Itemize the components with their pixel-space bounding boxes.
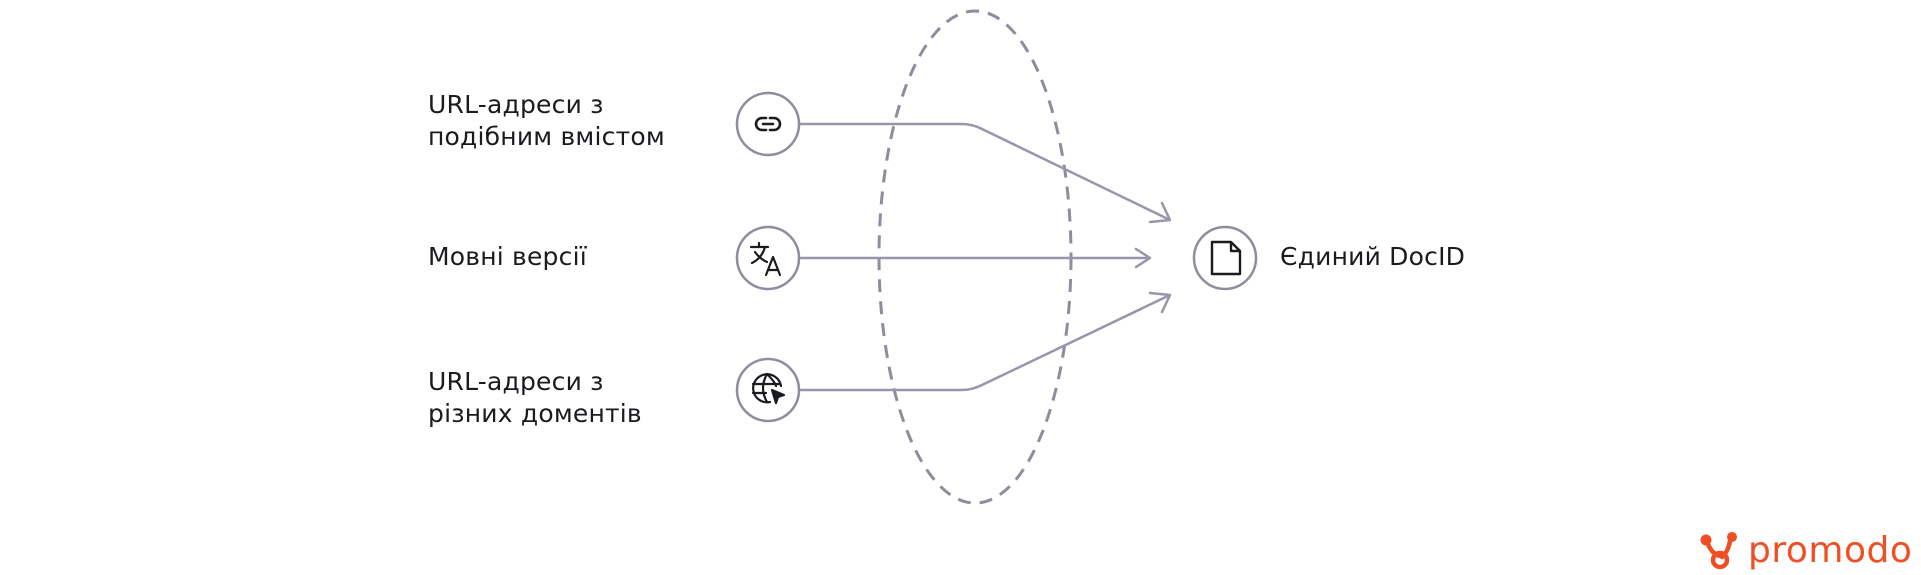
source-label-lang: Мовні версії (428, 241, 587, 273)
source-label-domains: URL-адреси з різних доментів (428, 366, 642, 430)
promodo-logo-icon (1700, 532, 1737, 570)
document-icon (1210, 240, 1242, 276)
connector-similar (800, 122, 1171, 222)
source-label-similar: URL-адреси з подібним вмістом (428, 89, 665, 153)
arrowhead-similar (1148, 201, 1172, 224)
target-label: Єдиний DocID (1280, 241, 1465, 273)
brand-logo[interactable]: promodo (1698, 528, 1912, 574)
node-similar (735, 91, 801, 157)
node-target (1192, 225, 1258, 291)
node-lang (735, 225, 801, 291)
arrowhead-lang (1134, 247, 1152, 269)
translate-icon (749, 241, 782, 277)
label-line: URL-адреси з (428, 90, 604, 119)
label-line: Мовні версії (428, 242, 587, 271)
label-line: URL-адреси з (428, 367, 604, 396)
label-line: різних доментів (428, 399, 642, 428)
link-icon (754, 116, 782, 132)
arrowhead-domains (1148, 291, 1172, 314)
node-domains (735, 357, 801, 423)
brand-name: promodo (1748, 530, 1913, 571)
connector-domains (800, 293, 1171, 392)
label-line: подібним вмістом (428, 122, 665, 151)
globe-cursor-icon (751, 372, 786, 405)
target-label-text: Єдиний DocID (1280, 242, 1466, 271)
